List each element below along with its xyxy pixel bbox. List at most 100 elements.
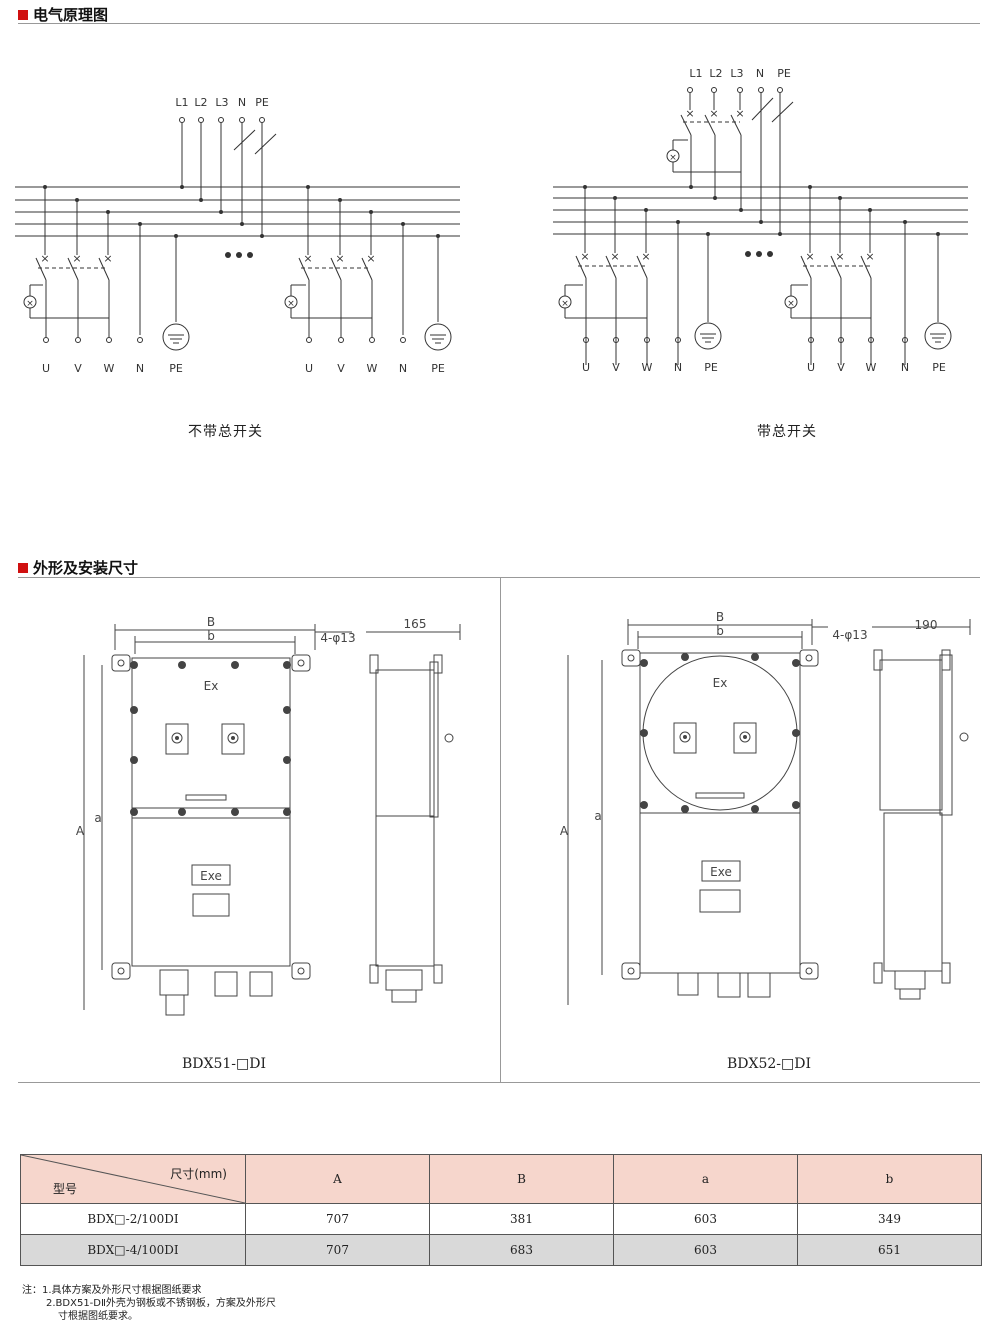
svg-text:×: × xyxy=(561,299,569,309)
svg-text:×: × xyxy=(669,153,677,163)
schematic-right: ××× ××× ××× ××× L1 L2 L3 N PE U V W N PE… xyxy=(553,67,968,374)
corner-bottom-label: 型号 xyxy=(53,1182,78,1196)
output-label: N xyxy=(399,362,407,375)
dim-depth: 190 xyxy=(915,618,938,632)
output-label: U xyxy=(42,362,50,375)
value-cell: 707 xyxy=(245,1203,430,1235)
output-label: V xyxy=(612,361,620,374)
red-square-icon xyxy=(18,562,28,573)
value-cell: 603 xyxy=(613,1234,798,1266)
svg-text:×: × xyxy=(641,250,650,263)
bus-label: N xyxy=(756,67,764,80)
svg-text:×: × xyxy=(580,250,589,263)
output-label: U xyxy=(582,361,590,374)
dim-b: b xyxy=(207,629,215,643)
dim-a: a xyxy=(94,811,101,825)
section-divider xyxy=(18,23,980,24)
drawing-right: B b A a 4-φ13 190 Ex Exe xyxy=(560,610,971,1005)
svg-text:×: × xyxy=(366,252,375,265)
svg-text:×: × xyxy=(335,252,344,265)
table-header: a xyxy=(613,1154,798,1204)
dim-hole: 4-φ13 xyxy=(320,631,355,645)
svg-text:×: × xyxy=(709,107,718,120)
output-label: N xyxy=(136,362,144,375)
output-label: W xyxy=(642,361,653,374)
svg-text:×: × xyxy=(805,250,814,263)
output-label: N xyxy=(674,361,682,374)
value-cell: 349 xyxy=(797,1203,982,1235)
ex-mark: Ex xyxy=(713,676,728,690)
table-header: A xyxy=(245,1154,430,1204)
output-label: U xyxy=(305,362,313,375)
bus-label: N xyxy=(238,96,246,109)
value-cell: 683 xyxy=(429,1234,614,1266)
drawing-left: B b A a 4-φ13 165 Ex Exe xyxy=(76,615,461,1016)
diagonal-line xyxy=(21,1155,245,1203)
table-corner-cell: 尺寸(mm) 型号 xyxy=(20,1154,246,1204)
schematic-left-caption: 不带总开关 xyxy=(188,424,263,440)
dim-A: A xyxy=(76,824,85,838)
svg-text:×: × xyxy=(685,107,694,120)
output-label: PE xyxy=(704,361,718,374)
svg-text:×: × xyxy=(787,299,795,309)
panel-bottom-rule xyxy=(18,1082,980,1083)
output-label: PE xyxy=(932,361,946,374)
bus-label: L2 xyxy=(709,67,722,80)
output-label: U xyxy=(807,361,815,374)
dim-B: B xyxy=(716,610,724,624)
output-label: V xyxy=(337,362,345,375)
output-label: PE xyxy=(169,362,183,375)
bus-label: L2 xyxy=(194,96,207,109)
output-label: W xyxy=(866,361,877,374)
dim-a: a xyxy=(594,809,601,823)
schematic-right-caption: 带总开关 xyxy=(757,424,817,440)
bus-label: L3 xyxy=(215,96,228,109)
exe-mark: Exe xyxy=(200,869,222,883)
dim-B: B xyxy=(207,615,215,629)
output-label: N xyxy=(901,361,909,374)
svg-text:×: × xyxy=(103,252,112,265)
dim-depth: 165 xyxy=(404,617,427,631)
svg-text:×: × xyxy=(40,252,49,265)
table-row: BDX□-2/100DⅠ 707 381 603 349 xyxy=(20,1203,982,1235)
table-row: BDX□-4/100DⅠ 707 683 603 651 xyxy=(20,1234,982,1266)
svg-text:×: × xyxy=(835,250,844,263)
model-cell: BDX□-2/100DⅠ xyxy=(20,1203,246,1235)
value-cell: 603 xyxy=(613,1203,798,1235)
value-cell: 381 xyxy=(429,1203,614,1235)
section-divider xyxy=(18,577,980,578)
bus-label: L1 xyxy=(175,96,188,109)
bus-label: L1 xyxy=(689,67,702,80)
table-header: B xyxy=(429,1154,614,1204)
table-header-row: 尺寸(mm) 型号 A B a b xyxy=(20,1154,982,1204)
value-cell: 651 xyxy=(797,1234,982,1266)
note-line: 寸根据图纸要求。 xyxy=(58,1311,138,1322)
ex-mark: Ex xyxy=(204,679,219,693)
panel-divider xyxy=(500,578,501,1083)
svg-text:×: × xyxy=(72,252,81,265)
schematic-left: ××× ××× ×× L1 L2 L3 N PE U V W N PE U V … xyxy=(15,96,460,375)
value-cell: 707 xyxy=(245,1234,430,1266)
bus-label: PE xyxy=(255,96,269,109)
section-title-dimensions: 外形及安装尺寸 xyxy=(18,557,138,578)
dim-A: A xyxy=(560,824,569,838)
note-line: 2.BDX51-DⅡ外壳为钢板或不锈钢板，方案及外形尺 xyxy=(46,1298,276,1309)
drawing-left-caption: BDX51-□DI xyxy=(182,1056,267,1072)
drawing-right-caption: BDX52-□DI xyxy=(727,1056,812,1072)
output-label: V xyxy=(837,361,845,374)
output-label: W xyxy=(104,362,115,375)
svg-text:×: × xyxy=(287,299,295,309)
svg-text:×: × xyxy=(303,252,312,265)
output-label: V xyxy=(74,362,82,375)
notes: 注：1.具体方案及外形尺寸根据图纸要求 2.BDX51-DⅡ外壳为钢板或不锈钢板… xyxy=(22,1284,276,1323)
model-cell: BDX□-4/100DⅠ xyxy=(20,1234,246,1266)
red-square-icon xyxy=(18,9,28,20)
dim-b: b xyxy=(716,624,724,638)
svg-text:×: × xyxy=(26,299,34,309)
section-title-schematic: 电气原理图 xyxy=(18,4,108,25)
output-label: W xyxy=(367,362,378,375)
corner-top-label: 尺寸(mm) xyxy=(170,1167,227,1181)
note-line: 注：1.具体方案及外形尺寸根据图纸要求 xyxy=(22,1285,202,1296)
exe-mark: Exe xyxy=(710,865,732,879)
svg-text:×: × xyxy=(865,250,874,263)
